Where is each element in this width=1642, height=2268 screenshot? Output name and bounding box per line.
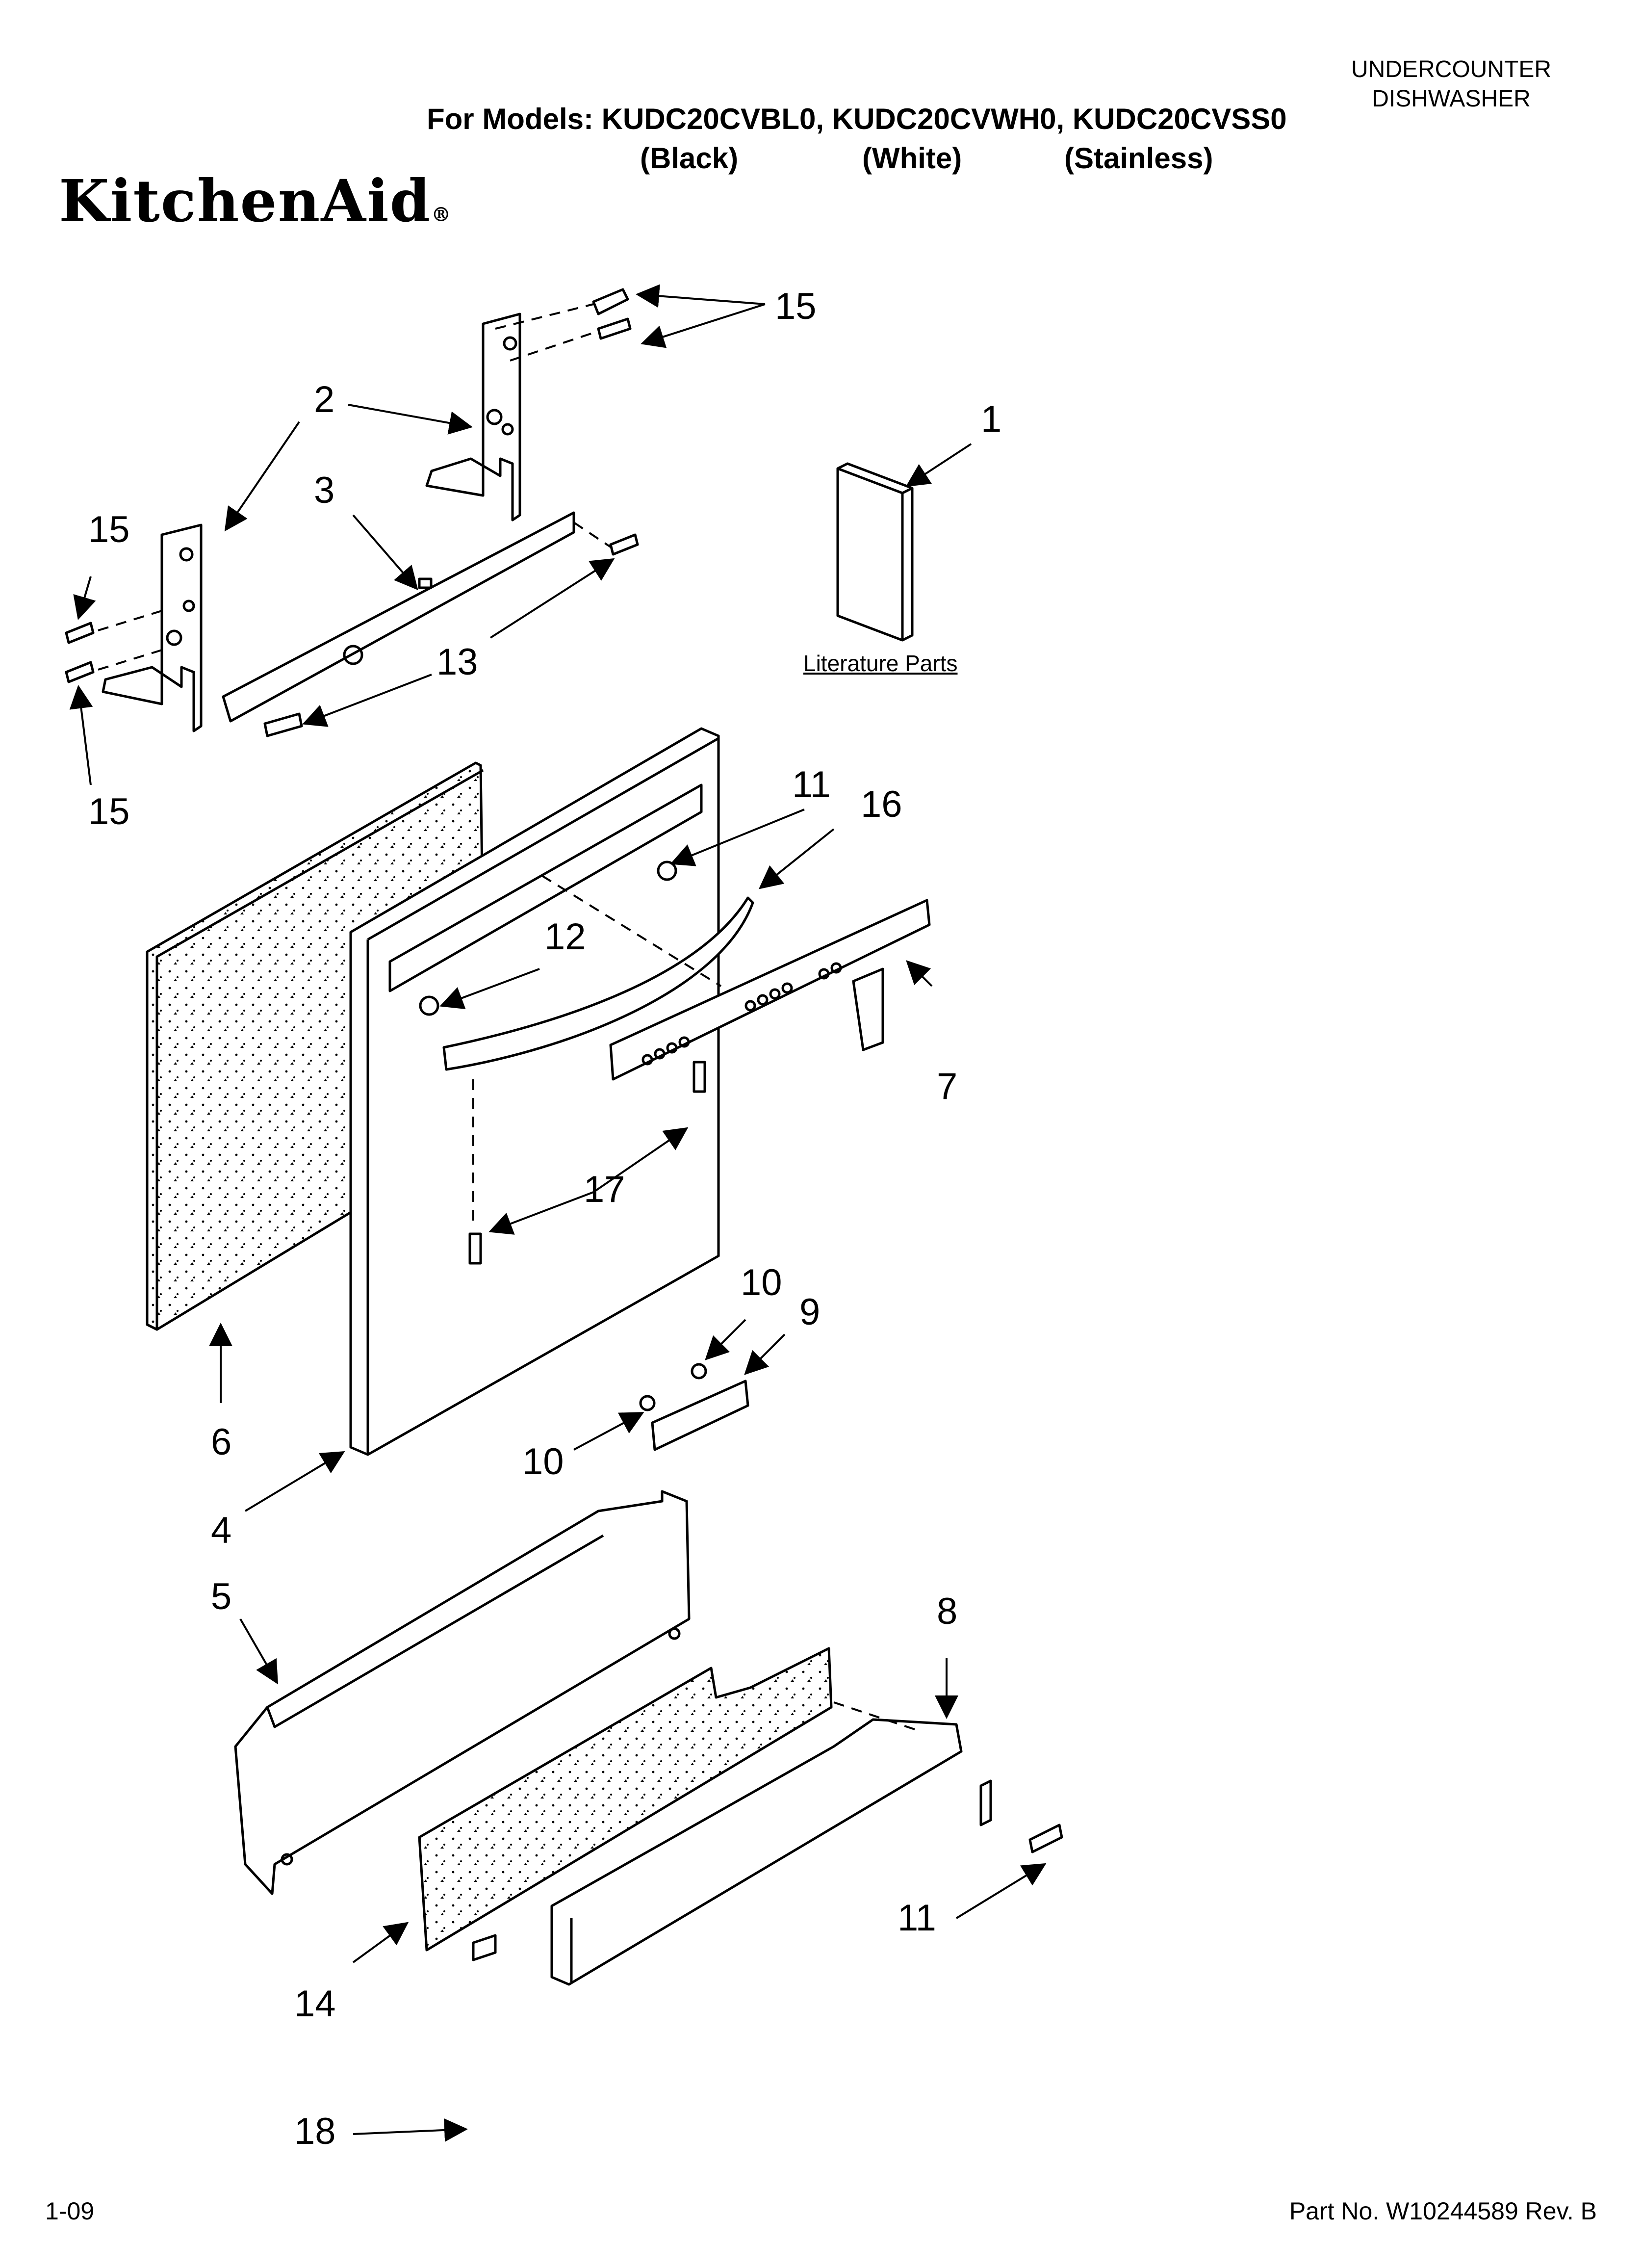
callout-14: 14 — [294, 1983, 336, 2025]
callout-7: 7 — [937, 1066, 957, 1107]
variant-black: (Black) — [640, 142, 739, 175]
callout-15-top: 15 — [775, 286, 817, 327]
callout-5: 5 — [211, 1576, 231, 1617]
callout-11-top: 11 — [792, 764, 831, 806]
mounting-bracket-left — [102, 523, 203, 732]
door-bracket-bar — [222, 511, 575, 723]
callout-3: 3 — [314, 469, 334, 511]
product-type-line1: UNDERCOUNTER — [1351, 56, 1551, 82]
callout-1: 1 — [981, 398, 1001, 440]
part-number: Part No. W10244589 Rev. B — [1289, 2197, 1597, 2225]
callout-16: 16 — [861, 783, 902, 825]
callout-10-upper: 10 — [741, 1262, 782, 1303]
trim-strip — [651, 1380, 749, 1451]
leader-arrows — [69, 284, 1047, 2142]
control-panel — [609, 899, 931, 1081]
product-type-line2: DISHWASHER — [1372, 86, 1531, 112]
toe-panel-bracket — [234, 1490, 691, 1895]
variant-white: (White) — [862, 142, 962, 175]
callout-17: 17 — [584, 1169, 625, 1210]
callout-15-left-upper: 15 — [88, 509, 130, 550]
callout-10-lower: 10 — [522, 1441, 564, 1483]
callout-4: 4 — [211, 1510, 231, 1551]
assembly-lines — [98, 303, 923, 1733]
toe-panel — [550, 1718, 992, 1986]
mounting-bracket-right — [425, 313, 521, 521]
callout-6: 6 — [211, 1421, 231, 1463]
brand-registered-mark: ® — [431, 203, 452, 226]
door-handle — [442, 896, 754, 1071]
variant-stainless: (Stainless) — [1064, 142, 1213, 175]
outer-door-panel — [349, 727, 720, 1456]
callout-13: 13 — [436, 641, 478, 683]
callout-8: 8 — [937, 1590, 957, 1632]
brand-name: KitchenAid — [59, 167, 432, 235]
callout-2: 2 — [314, 379, 334, 420]
literature-parts-booklet — [836, 462, 914, 642]
toe-insulation-strip — [418, 1647, 833, 1952]
callout-18: 18 — [294, 2111, 336, 2152]
callout-15-left-lower: 15 — [88, 791, 130, 833]
brand-logo: KitchenAid® — [59, 167, 452, 235]
date-code: 1-09 — [45, 2197, 95, 2225]
callout-9: 9 — [799, 1291, 820, 1333]
literature-parts-label: Literature Parts — [803, 651, 958, 676]
callout-11-mid: 12 — [544, 916, 586, 958]
callout-12: 11 — [898, 1897, 936, 1939]
fasteners — [65, 288, 1063, 1961]
models-line: For Models: KUDC20CVBL0, KUDC20CVWH0, KU… — [427, 103, 1287, 135]
product-type: UNDERCOUNTER DISHWASHER — [1351, 55, 1551, 114]
